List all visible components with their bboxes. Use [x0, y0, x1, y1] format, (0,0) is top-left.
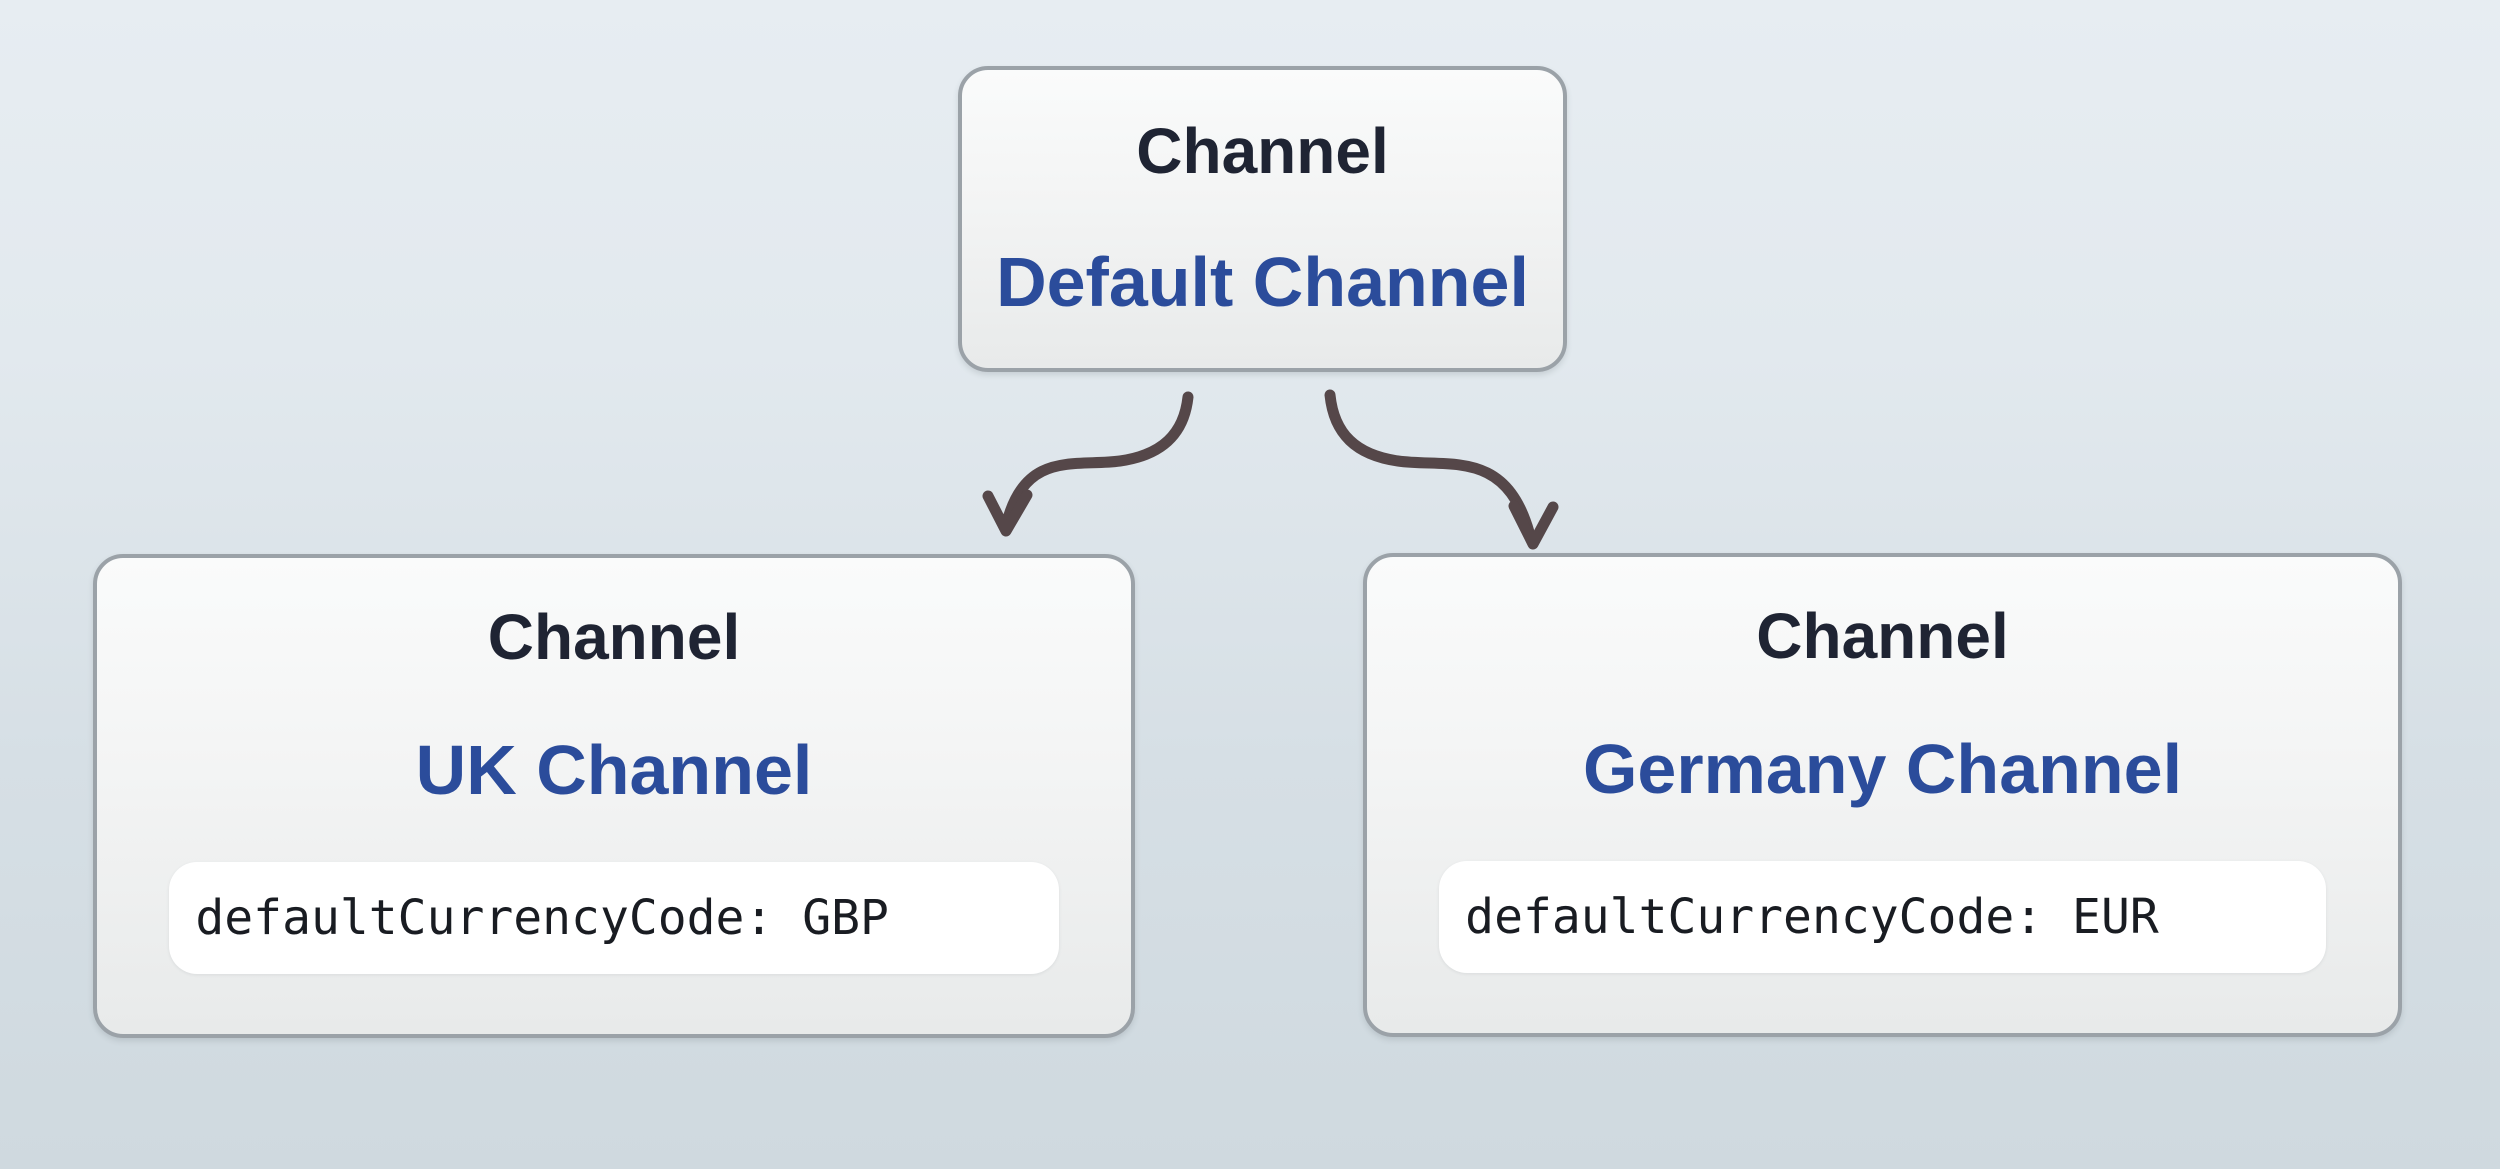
entity-type-label: Channel	[1136, 115, 1389, 187]
entity-type-label: Channel	[487, 601, 741, 673]
entity-name: UK Channel	[415, 731, 813, 809]
arrow-to-uk-channel	[982, 391, 1194, 537]
node-germany-channel: Channel Germany Channel defaultCurrencyC…	[1363, 553, 2402, 1037]
currency-attribute-pill: defaultCurrencyCode: EUR	[1439, 861, 2326, 973]
currency-attribute-code: defaultCurrencyCode: EUR	[1465, 889, 2159, 945]
entity-type-label: Channel	[1756, 600, 2009, 672]
node-default-channel: Channel Default Channel	[958, 66, 1567, 372]
currency-attribute-code: defaultCurrencyCode: GBP	[195, 890, 889, 946]
entity-name: Default Channel	[996, 243, 1529, 321]
arrow-to-germany-channel	[1324, 389, 1559, 550]
currency-attribute-pill: defaultCurrencyCode: GBP	[169, 862, 1059, 974]
node-uk-channel: Channel UK Channel defaultCurrencyCode: …	[93, 554, 1135, 1038]
entity-name: Germany Channel	[1582, 730, 2183, 808]
